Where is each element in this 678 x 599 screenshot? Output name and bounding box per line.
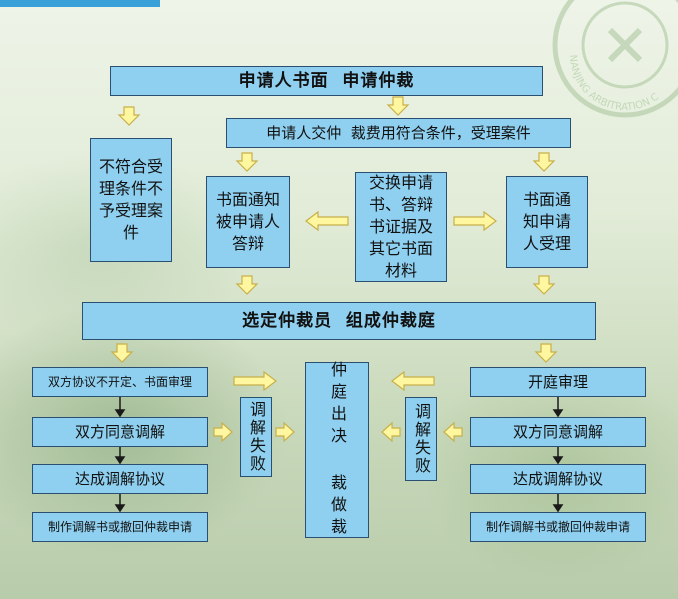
seal-outer-ring — [552, 0, 678, 118]
right-mediation-failed-label: 调解失败 — [412, 403, 431, 475]
tribunal-award-box: 仲庭出决 裁做裁 — [305, 360, 369, 540]
arrow-to-acceptance — [387, 96, 409, 116]
notify-respondent-box: 书面通知被申请人答辩 — [206, 176, 290, 268]
arrow-left-failed-to-award — [275, 422, 295, 442]
left-final-document-box: 制作调解书或撤回仲裁申请 — [32, 512, 208, 542]
right-hearing-box: 开庭审理 — [470, 367, 646, 397]
exchange-materials-box: 交换申请书、答辩书证据及其它书面材料 — [355, 172, 447, 282]
exchange-materials-label: 交换申请书、答辩书证据及其它书面材料 — [368, 173, 433, 280]
seal-emblem — [607, 27, 643, 63]
right-final-document-box: 制作调解书或撤回仲裁申请 — [470, 512, 646, 542]
right-mediation-reached-label: 达成调解协议 — [512, 470, 603, 488]
arrow-written-review-to-award — [233, 371, 277, 391]
reject-case-box: 不符合受理条件不予受理案件 — [90, 138, 172, 262]
arrow-left-mediation-to-failed — [213, 422, 233, 442]
right-mediation-agree-box: 双方同意调解 — [470, 417, 646, 447]
form-tribunal-box: 选定仲裁员 组成仲裁庭 — [82, 302, 596, 340]
small-connector-arrows — [114, 397, 564, 513]
notify-respondent-label: 书面通知被申请人答辩 — [215, 190, 280, 253]
notify-claimant-label: 书面通知申请人受理 — [522, 190, 571, 253]
right-mediation-failed-box: 调解失败 — [405, 397, 437, 481]
apply-arbitration-box: 申请人书面 申请仲裁 — [110, 66, 543, 96]
arbitration-seal-watermark: NANJING ARBITRATION C — [552, 0, 678, 118]
left-mediation-reached-label: 达成调解协议 — [74, 470, 165, 488]
tribunal-award-label: 仲庭出决 裁做裁 — [328, 360, 347, 540]
arrow-claimant-to-tribunal — [533, 275, 555, 295]
left-mediation-reached-box: 达成调解协议 — [32, 464, 208, 494]
right-mediation-agree-label: 双方同意调解 — [512, 423, 603, 441]
left-mediation-agree-box: 双方同意调解 — [32, 417, 208, 447]
seal-inner-ring — [581, 1, 669, 89]
acceptance-label: 申请人交仲 裁费用符合条件，受理案件 — [266, 124, 531, 142]
reject-case-label: 不符合受理条件不予受理案件 — [98, 157, 163, 242]
arrow-tribunal-to-hearing — [535, 343, 557, 363]
arrow-respondent-to-tribunal — [236, 275, 258, 295]
right-final-document-label: 制作调解书或撤回仲裁申请 — [485, 520, 630, 534]
left-written-review-label: 双方协议不开定、书面审理 — [47, 375, 192, 389]
notify-claimant-box: 书面通知申请人受理 — [506, 176, 588, 268]
arrow-to-notify-respondent — [236, 152, 258, 172]
arrow-right-mediation-to-failed — [443, 422, 463, 442]
arrow-to-reject — [118, 106, 140, 126]
arrow-tribunal-to-written-review — [111, 343, 133, 363]
left-final-document-label: 制作调解书或撤回仲裁申请 — [47, 520, 192, 534]
right-mediation-reached-box: 达成调解协议 — [470, 464, 646, 494]
left-mediation-failed-label: 调解失败 — [247, 401, 266, 473]
arrow-to-notify-claimant — [533, 152, 555, 172]
arrow-exchange-to-claimant — [453, 211, 497, 231]
left-written-review-box: 双方协议不开定、书面审理 — [32, 367, 208, 397]
left-mediation-agree-label: 双方同意调解 — [74, 423, 165, 441]
arrow-hearing-to-award — [391, 371, 435, 391]
arrow-right-failed-to-award — [381, 422, 401, 442]
right-hearing-label: 开庭审理 — [527, 373, 588, 391]
form-tribunal-label: 选定仲裁员 组成仲裁庭 — [242, 311, 436, 331]
arrow-exchange-to-respondent — [305, 211, 349, 231]
apply-arbitration-label: 申请人书面 申请仲裁 — [238, 71, 415, 91]
acceptance-box: 申请人交仲 裁费用符合条件，受理案件 — [226, 118, 571, 148]
left-mediation-failed-box: 调解失败 — [240, 397, 272, 477]
top-accent-bar — [0, 0, 160, 7]
